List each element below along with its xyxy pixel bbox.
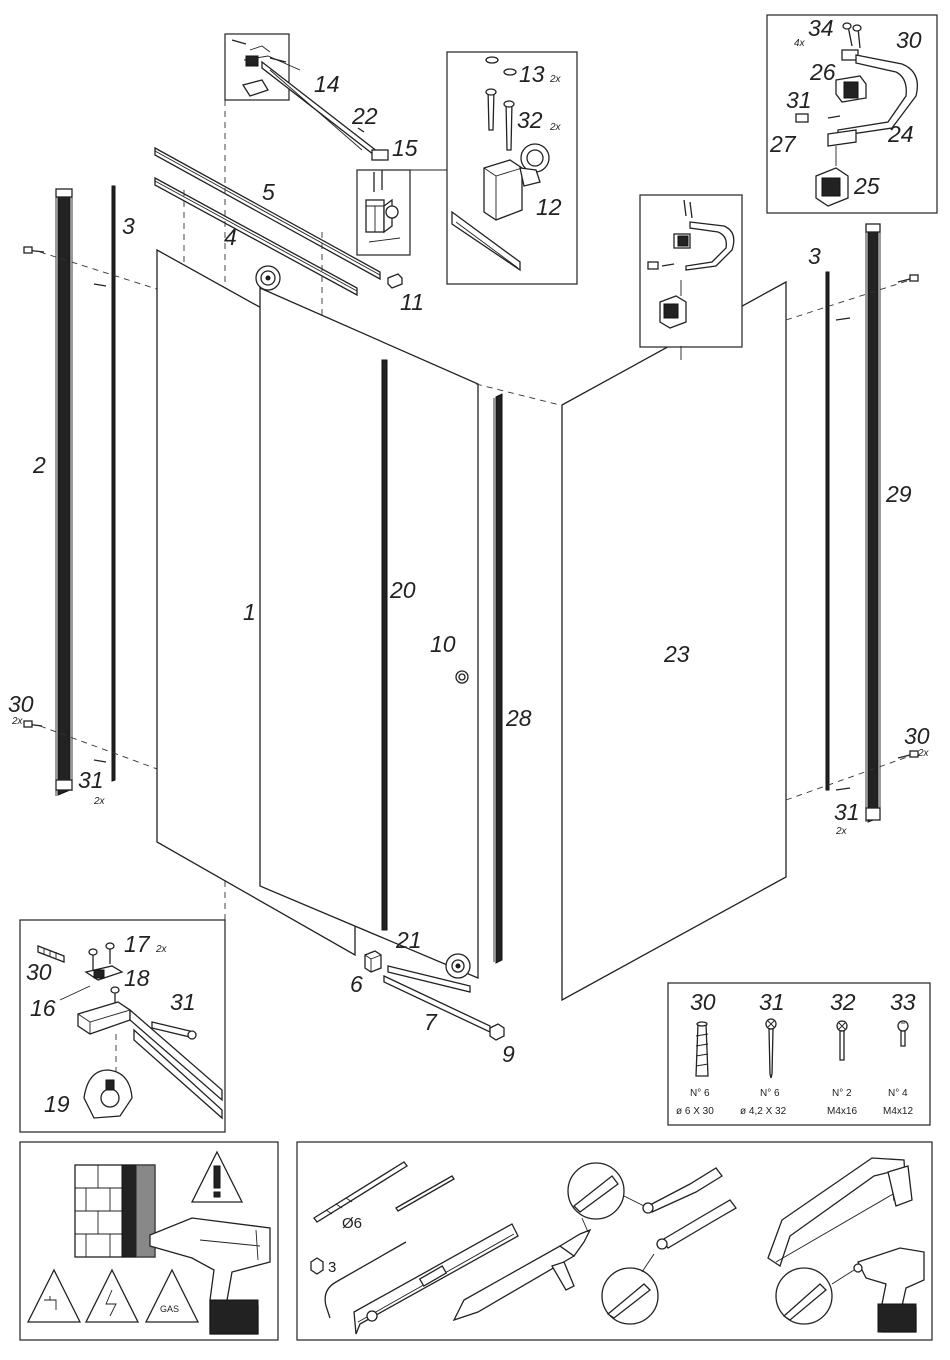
detail-top-left (225, 34, 388, 160)
hw-qty-33: N° 4 (888, 1088, 908, 1099)
safety-warnings-box (20, 1142, 278, 1340)
hw-part-32: 32 (830, 989, 856, 1015)
drill-bit-size: Ø6 (342, 1215, 362, 1232)
label-part-14: 14 (314, 71, 340, 97)
door-edge-profile (494, 394, 502, 963)
top-rail-front (155, 148, 380, 279)
label-part-23: 23 (663, 641, 690, 667)
hw-size-32: M4x16 (827, 1106, 857, 1117)
detail-12 (447, 52, 577, 284)
label-part-4: 4 (224, 224, 237, 250)
label-part-30-top-right: 30 (896, 27, 922, 53)
wall-plug-icon (696, 1022, 708, 1076)
label-part-25: 25 (853, 173, 880, 199)
right-wall-profile (866, 224, 880, 822)
label-part-27: 27 (769, 131, 797, 157)
hw-part-31: 31 (759, 989, 785, 1015)
label-part-26: 26 (809, 59, 836, 85)
qty-part-31-right: 2x (835, 826, 848, 837)
wall-section (75, 1165, 155, 1257)
label-part-21: 21 (395, 927, 422, 953)
label-part-28: 28 (505, 705, 532, 731)
label-part-31-top-right: 31 (786, 87, 812, 113)
detail-mid-right (640, 195, 742, 360)
label-part-22: 22 (351, 103, 378, 129)
hw-qty-31: N° 6 (760, 1088, 780, 1099)
qty-part-17: 2x (155, 944, 168, 955)
end-cap-9 (490, 1024, 504, 1040)
bottom-guide-part-6 (365, 951, 381, 972)
left-wall-profile (56, 189, 72, 796)
gas-warning-text: GAS (160, 1304, 179, 1314)
label-part-18: 18 (124, 965, 150, 991)
label-part-6: 6 (350, 971, 363, 997)
label-part-20: 20 (389, 577, 416, 603)
hex-key-size: 3 (328, 1259, 336, 1276)
top-roller (256, 266, 280, 290)
label-part-11: 11 (400, 289, 424, 315)
tools-box (297, 1142, 932, 1340)
label-part-19: 19 (44, 1091, 70, 1117)
label-part-9: 9 (502, 1041, 515, 1067)
label-part-24: 24 (887, 121, 914, 147)
qty-part-31-left: 2x (93, 796, 106, 807)
hw-qty-30: N° 6 (690, 1088, 710, 1099)
label-part-12: 12 (536, 194, 562, 220)
qty-part-30-left: 2x (11, 716, 24, 727)
label-part-10: 10 (430, 631, 456, 657)
label-part-30-left: 30 (8, 691, 34, 717)
label-part-1: 1 (243, 599, 256, 625)
qty-part-13: 2x (549, 74, 562, 85)
right-seal-strip (826, 272, 829, 790)
detail-15 (357, 170, 410, 255)
label-part-16: 16 (30, 995, 56, 1021)
label-part-2: 2 (32, 452, 46, 478)
hw-size-31: ø 4,2 X 32 (740, 1106, 787, 1117)
label-part-31-right: 31 (834, 799, 860, 825)
hw-qty-32: N° 2 (832, 1088, 852, 1099)
label-part-17: 17 (124, 931, 151, 957)
label-part-31-left: 31 (78, 767, 104, 793)
qty-part-30-right: 2x (917, 748, 930, 759)
label-part-32: 32 (517, 107, 543, 133)
label-part-34: 34 (808, 15, 834, 41)
hw-part-33: 33 (890, 989, 916, 1015)
hw-size-30: ø 6 X 30 (676, 1106, 714, 1117)
label-part-30-right: 30 (904, 723, 930, 749)
hw-size-33: M4x12 (883, 1106, 913, 1117)
hw-part-30: 30 (690, 989, 716, 1015)
label-part-7: 7 (424, 1009, 438, 1035)
qty-part-32: 2x (549, 122, 562, 133)
magnetic-seal-strip (382, 360, 387, 930)
label-part-30-detail: 30 (26, 959, 52, 985)
label-part-3-right: 3 (808, 243, 821, 269)
qty-part-34: 4x (794, 38, 806, 49)
label-part-5: 5 (262, 179, 275, 205)
label-part-3-left: 3 (122, 213, 135, 239)
label-part-15: 15 (392, 135, 418, 161)
label-part-13: 13 (519, 61, 545, 87)
label-part-29: 29 (885, 481, 912, 507)
bottom-roller (446, 954, 470, 978)
label-part-31-detail: 31 (170, 989, 196, 1015)
